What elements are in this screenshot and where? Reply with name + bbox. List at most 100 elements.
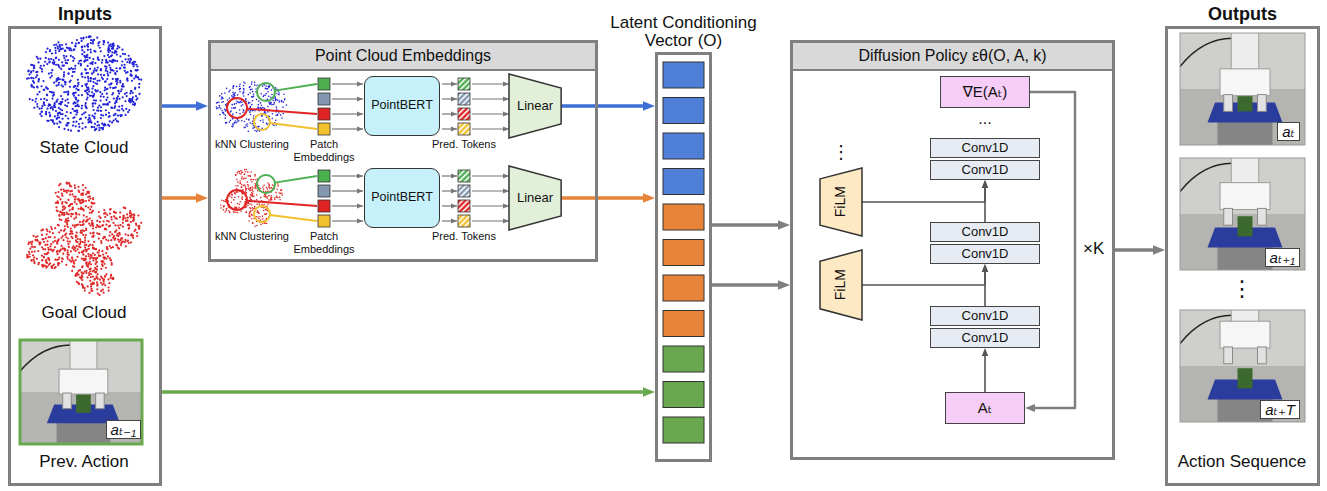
cloud-point (78, 94, 80, 96)
cloud-point (98, 233, 100, 235)
cloud-point (92, 105, 94, 107)
cloud-point (122, 222, 124, 224)
cloud-point (90, 276, 92, 278)
cloud-point (265, 112, 267, 114)
cloud-point (58, 126, 60, 128)
cloud-point (41, 259, 43, 261)
cloud-point (120, 115, 122, 117)
cloud-point (89, 95, 91, 97)
cloud-point (89, 244, 91, 246)
cloud-point (242, 178, 244, 180)
cloud-point (67, 237, 69, 239)
cloud-point (115, 118, 117, 120)
cloud-point (127, 217, 129, 219)
cloud-point (247, 94, 249, 96)
cloud-point (247, 123, 249, 125)
cloud-point (106, 246, 108, 248)
cloud-point (104, 65, 106, 67)
cloud-point (112, 92, 114, 94)
cloud-point (135, 64, 137, 66)
cloud-point (119, 68, 121, 70)
cloud-point (56, 78, 58, 80)
cloud-point (52, 241, 54, 243)
cloud-point (81, 274, 83, 276)
cloud-point (92, 109, 94, 111)
cloud-point (254, 130, 256, 132)
cloud-point (30, 241, 32, 243)
cloud-point (83, 230, 85, 232)
cloud-point (63, 57, 65, 59)
cloud-point (37, 58, 39, 60)
cloud-point (78, 246, 80, 248)
cloud-point (249, 211, 251, 213)
cloud-point (45, 113, 47, 115)
cloud-point (61, 195, 63, 197)
cloud-point (61, 109, 63, 111)
cloud-point (41, 259, 43, 261)
cloud-point (275, 192, 277, 194)
cloud-point (236, 121, 238, 123)
cloud-point (38, 262, 40, 264)
cloud-point (263, 96, 265, 98)
cloud-point (135, 69, 137, 71)
cloud-point (221, 110, 223, 112)
cloud-point (115, 244, 117, 246)
cloud-point (46, 99, 48, 101)
cloud-point (105, 252, 107, 254)
cloud-point (86, 216, 88, 218)
cloud-point (66, 240, 68, 242)
cloud-point (91, 223, 93, 225)
cloud-point (111, 262, 113, 264)
cloud-point (105, 224, 107, 226)
cloud-point (59, 78, 61, 80)
cloud-point (60, 249, 62, 251)
cloud-point (72, 68, 74, 70)
cloud-point (280, 190, 282, 192)
cloud-point (121, 88, 123, 90)
cloud-point (109, 71, 111, 73)
cloud-point (88, 121, 90, 123)
cloud-point (239, 182, 241, 184)
cloud-point (92, 58, 94, 60)
cloud-point (88, 192, 90, 194)
cloud-point (112, 45, 114, 47)
cloud-point (77, 190, 79, 192)
cloud-point (282, 101, 284, 103)
cloud-point (91, 236, 93, 238)
cloud-point (92, 259, 94, 261)
cloud-point (89, 117, 91, 119)
cloud-point (55, 44, 57, 46)
cloud-point (282, 106, 284, 108)
cloud-point (117, 95, 119, 97)
cloud-point (82, 189, 84, 191)
cloud-point (98, 105, 100, 107)
cloud-point (125, 220, 127, 222)
cloud-point (129, 92, 131, 94)
cloud-point (64, 81, 66, 83)
cloud-point (51, 267, 53, 269)
cloud-point (268, 195, 270, 197)
cloud-point (67, 217, 69, 219)
cloud-point (67, 220, 69, 222)
cloud-point (102, 40, 104, 42)
cloud-point (26, 256, 28, 258)
cloud-point (267, 111, 269, 113)
cloud-point (33, 86, 35, 88)
cloud-point (120, 244, 122, 246)
cloud-point (57, 224, 59, 226)
cloud-point (261, 115, 263, 117)
cloud-point (267, 88, 269, 90)
cloud-point (125, 72, 127, 74)
cloud-point (89, 121, 91, 123)
cloud-point (49, 231, 51, 233)
cloud-point (65, 81, 67, 83)
cloud-point (86, 98, 88, 100)
cloud-point (43, 89, 45, 91)
cloud-point (101, 263, 103, 265)
cloud-point (74, 67, 76, 69)
cloud-point (108, 290, 110, 292)
cloud-point (83, 209, 85, 211)
cloud-point (107, 240, 109, 242)
cloud-point (233, 86, 235, 88)
cloud-point (78, 282, 80, 284)
